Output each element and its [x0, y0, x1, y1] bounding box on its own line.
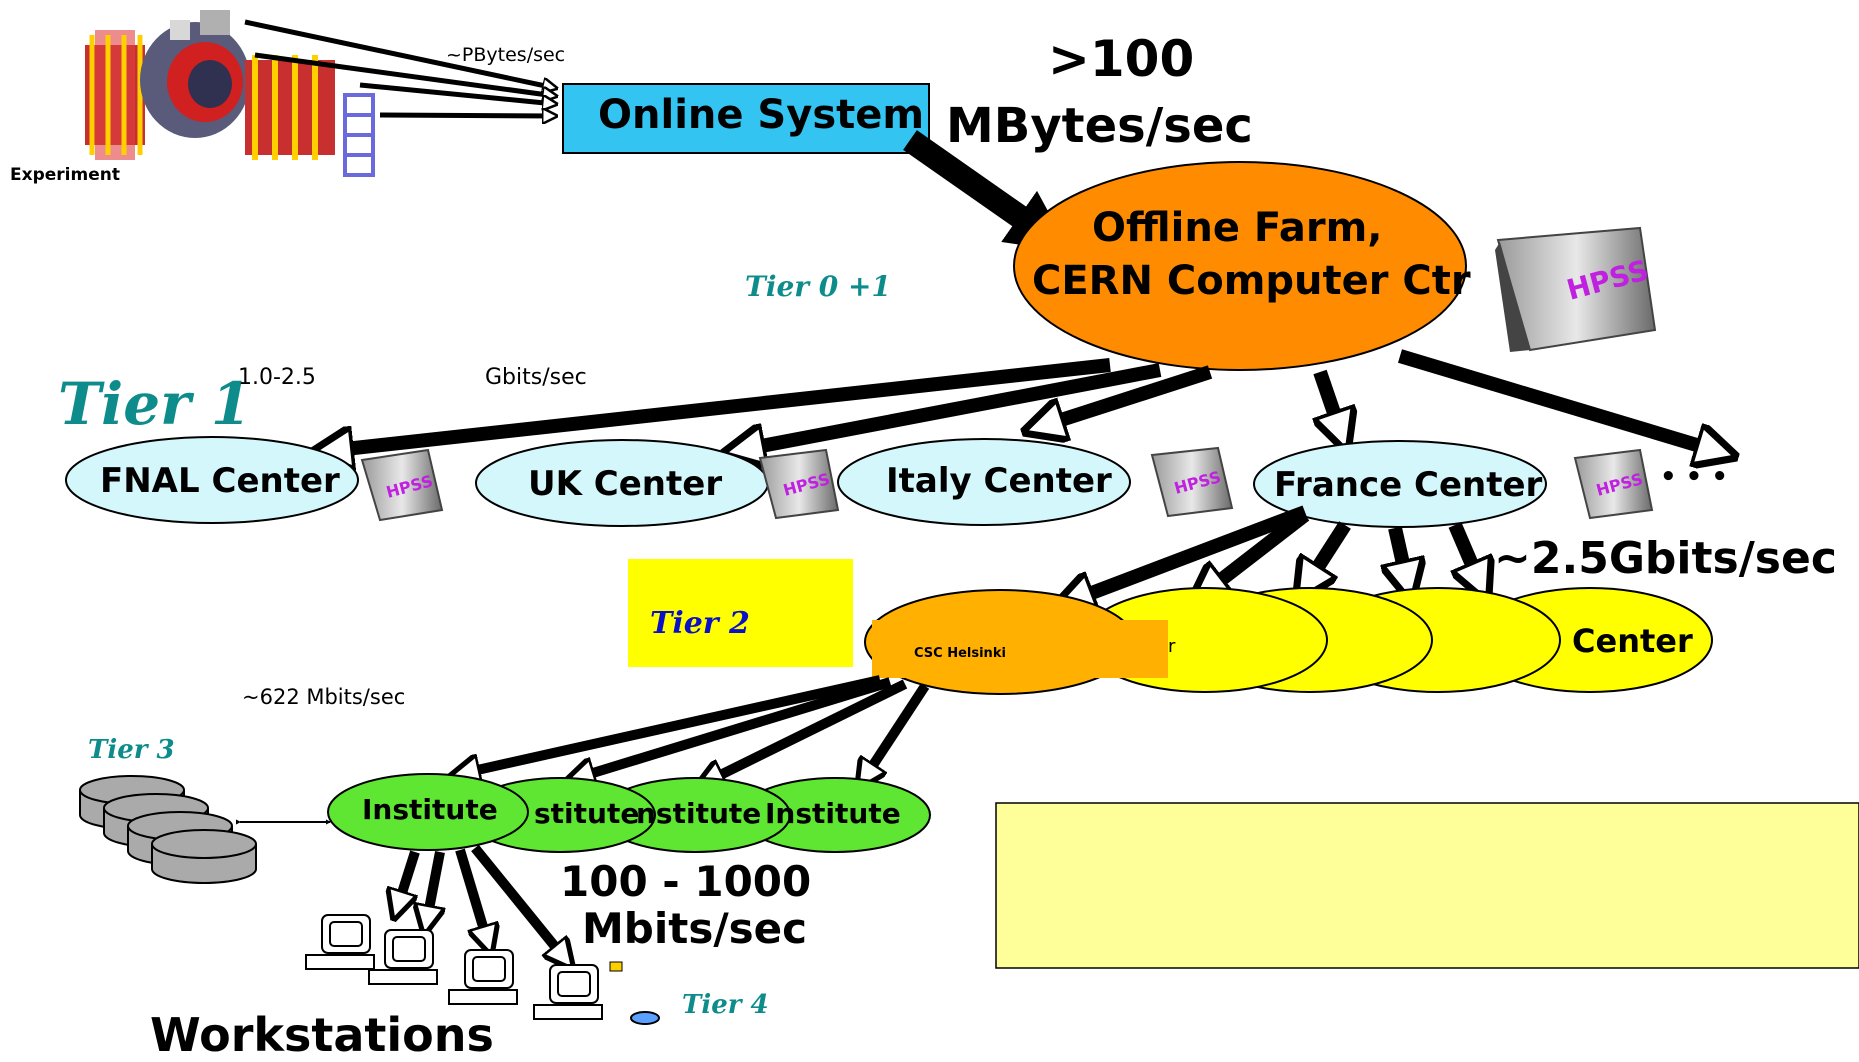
offline-farm-ellipse: [1013, 161, 1467, 371]
tier2-cut-label: r: [1168, 636, 1176, 657]
fnal-center-ellipse: [65, 436, 359, 524]
gbits-unit-label: Gbits/sec: [485, 365, 587, 390]
institute-label-cut-1: stitute: [534, 797, 640, 830]
note-box: [995, 802, 1859, 969]
mbits622-label: ~622 Mbits/sec: [242, 685, 406, 709]
uk-center-label: UK Center: [528, 464, 723, 504]
hpss-icon: HPSS: [1150, 446, 1234, 518]
rate-100-label: >100: [1048, 30, 1195, 88]
tier3-label: Tier 3: [88, 735, 175, 765]
offline-farm-label-1: Offline Farm,: [1092, 205, 1383, 251]
online-system-box: [562, 83, 930, 154]
hpss-icon: HPSS: [1573, 448, 1654, 520]
tier3-arrows: [455, 675, 930, 785]
tier4-arrows: [395, 844, 570, 965]
institute-label-cut-2: nstitute: [636, 797, 762, 830]
disk-stack-icon: [79, 775, 257, 884]
rate-100-1000-label-2: Mbits/sec: [582, 904, 808, 953]
france-center-label: France Center: [1274, 465, 1543, 505]
experiment-label: Experiment: [10, 165, 120, 185]
online-system-label: Online System: [598, 92, 925, 138]
tier1-arrows: [318, 349, 1730, 455]
gbits-range-label: 1.0-2.5: [238, 365, 316, 390]
mbytes-rate-label: MBytes/sec: [946, 98, 1253, 154]
pbytes-rate-label: ~PBytes/sec: [446, 44, 566, 66]
experiment-arrows: [244, 19, 555, 116]
tier2-center-label: Center: [1572, 622, 1693, 660]
institute-label-4: Institute: [765, 797, 901, 830]
tier2-arrows: [1060, 505, 1485, 605]
detector-image: [85, 10, 375, 177]
offline-farm-label-2: CERN Computer Ctr: [1032, 258, 1471, 304]
rate-100-1000-label-1: 100 - 1000: [560, 857, 812, 906]
tier01-label: Tier 0 +1: [745, 270, 891, 303]
italy-center-ellipse: [837, 438, 1131, 526]
csc-helsinki-label: CSC Helsinki: [914, 646, 1006, 661]
hpss-icon: HPSS: [1495, 226, 1657, 352]
workstation-icon: [305, 914, 660, 1025]
institute-ellipse: [327, 773, 529, 851]
more-centers-ellipsis: • • •: [1660, 462, 1728, 492]
hpss-icon: HPSS: [360, 448, 444, 522]
tier4-label: Tier 4: [682, 990, 769, 1020]
fnal-center-label: FNAL Center: [100, 461, 340, 501]
workstations-label: Workstations: [150, 1008, 494, 1062]
italy-center-label: Italy Center: [886, 461, 1112, 501]
csc-helsinki-box: [872, 620, 1168, 678]
tier2-box: [628, 559, 853, 667]
institute-label: Institute: [362, 793, 498, 826]
tier1-label: Tier 1: [58, 370, 252, 438]
tier2-label: Tier 2: [650, 606, 750, 641]
hpss-icon: HPSS: [758, 448, 840, 520]
rate-25gbits-label: ~2.5Gbits/sec: [1494, 533, 1837, 584]
